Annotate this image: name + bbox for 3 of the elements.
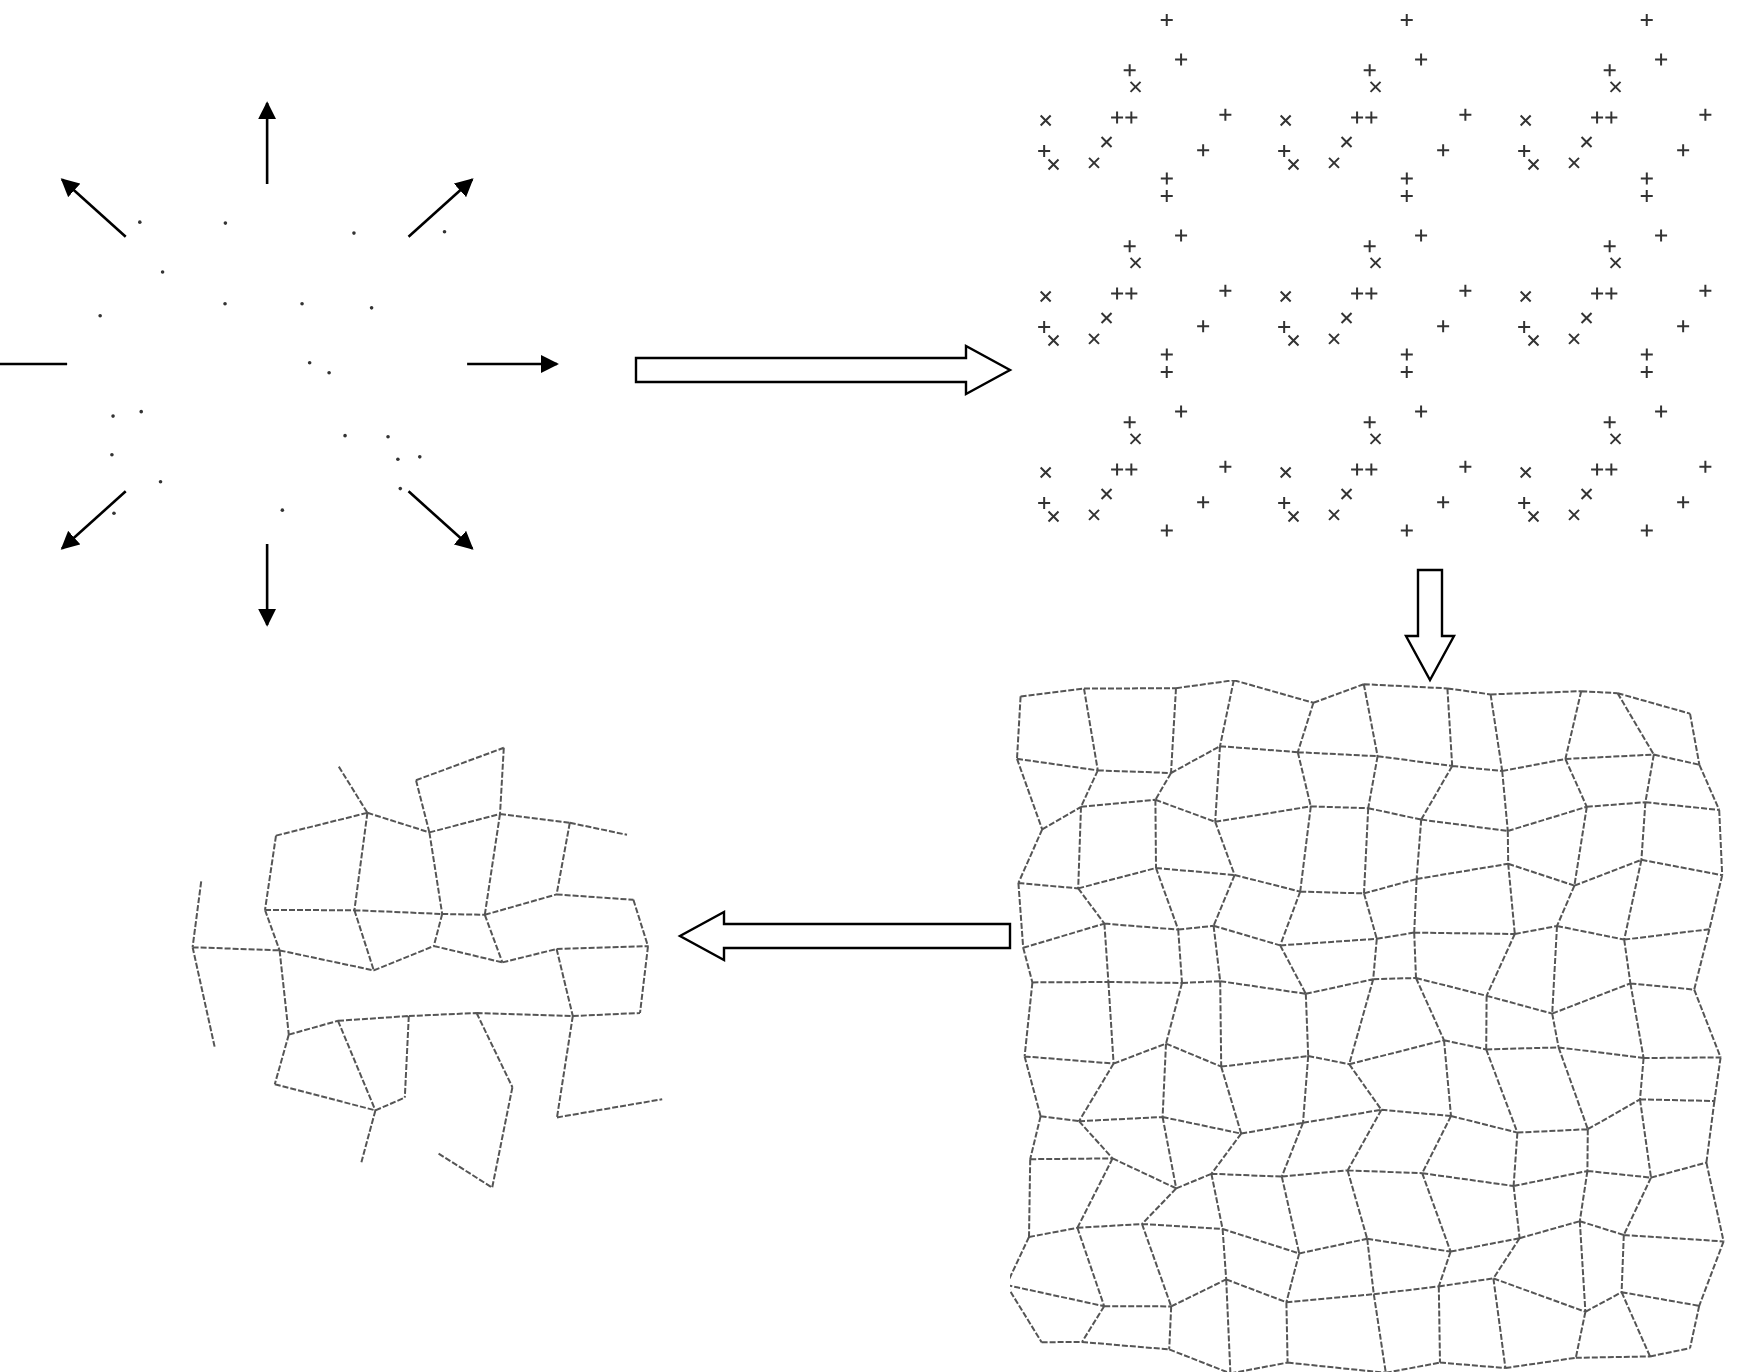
- block-arrow: [677, 909, 1012, 963]
- block-arrow: [634, 343, 1013, 397]
- block-arrow: [1403, 568, 1457, 683]
